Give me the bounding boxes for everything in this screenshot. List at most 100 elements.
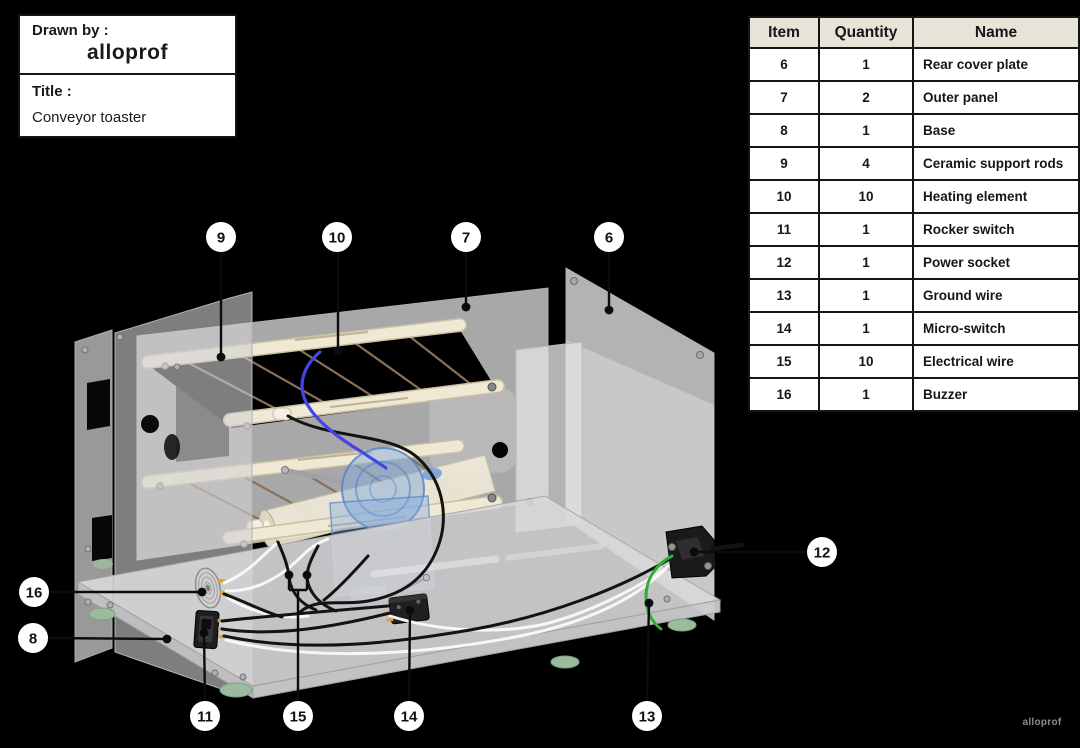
- name-cell: Electrical wire: [912, 344, 1080, 379]
- parts-table-header-row: Item Quantity Name: [748, 16, 1080, 49]
- wires-white: [222, 537, 670, 656]
- item-cell: 9: [748, 146, 820, 181]
- balloon-number: 15: [290, 708, 307, 725]
- alloprof-watermark: alloprof: [1022, 717, 1062, 728]
- quantity-cell: 2: [818, 80, 914, 115]
- leader-dot: [216, 352, 226, 362]
- title-label: Title :: [32, 83, 72, 100]
- quantity-cell: 1: [818, 212, 914, 247]
- leader-line: [645, 602, 651, 702]
- quantity-cell: 1: [818, 47, 914, 82]
- balloon-8: [18, 623, 48, 653]
- leader-dot: [333, 346, 343, 356]
- quantity-cell: 10: [818, 344, 914, 379]
- quantity-cell: 1: [818, 311, 914, 346]
- foot: [667, 618, 697, 632]
- balloon-number: 11: [197, 708, 213, 725]
- balloon-number: 6: [605, 229, 613, 246]
- ceramic-rod-front: [223, 379, 505, 430]
- screw: [173, 363, 181, 371]
- balloon-number: 7: [462, 229, 470, 246]
- plate-hole: [598, 495, 618, 515]
- leader-line: [407, 609, 412, 702]
- balloon-13: [632, 701, 662, 731]
- leader-dot: [197, 587, 207, 597]
- panel-hole: [164, 434, 180, 460]
- item-cell: 15: [748, 344, 820, 379]
- item-cell: 16: [748, 377, 820, 412]
- balloon-11: [190, 701, 220, 731]
- screw: [704, 562, 712, 570]
- quantity-cell: 1: [818, 245, 914, 280]
- balloon-number: 8: [29, 630, 37, 647]
- header-name: Name: [912, 16, 1080, 49]
- wire-connector: [272, 407, 292, 421]
- foot: [93, 559, 113, 569]
- quantity-cell: 1: [818, 377, 914, 412]
- leader-dot: [644, 598, 654, 608]
- item-cell: 14: [748, 311, 820, 346]
- balloon-number: 12: [814, 544, 831, 561]
- leader-dot: [162, 634, 172, 644]
- balloon-number: 9: [217, 229, 225, 246]
- item-cell: 13: [748, 278, 820, 313]
- item-cell: 11: [748, 212, 820, 247]
- title-block: Drawn by : alloprof Title : Conveyor toa…: [18, 14, 237, 138]
- leader-dot: [689, 547, 699, 557]
- screw: [570, 277, 578, 285]
- screw: [211, 669, 219, 677]
- balloon-7: [451, 222, 481, 252]
- balloon-16: [19, 577, 49, 607]
- balloon-number: 14: [401, 708, 418, 725]
- quantity-cell: 10: [818, 179, 914, 214]
- name-cell: Micro-switch: [912, 311, 1080, 346]
- name-cell: Base: [912, 113, 1080, 148]
- name-cell: Buzzer: [912, 377, 1080, 412]
- item-cell: 6: [748, 47, 820, 82]
- name-cell: Heating element: [912, 179, 1080, 214]
- item-cell: 12: [748, 245, 820, 280]
- leader-line: [202, 632, 207, 702]
- screw: [116, 333, 124, 341]
- ground-wire: [644, 554, 674, 631]
- header-item: Item: [748, 16, 820, 49]
- balloon-number: 16: [26, 584, 43, 601]
- divider-hole: [492, 442, 508, 458]
- name-cell: Outer panel: [912, 80, 1080, 115]
- drawn-by-label: Drawn by :: [32, 22, 109, 39]
- screw: [84, 545, 92, 553]
- title-box: Title : Conveyor toaster: [20, 75, 235, 136]
- balloon-15: [283, 701, 313, 731]
- name-cell: Rear cover plate: [912, 47, 1080, 82]
- terminal: [386, 617, 394, 622]
- balloon-number: 13: [639, 708, 656, 725]
- leader-dot: [461, 302, 471, 312]
- quantity-cell: 1: [818, 278, 914, 313]
- foot: [219, 682, 253, 698]
- foot: [88, 607, 116, 621]
- screw: [84, 598, 92, 606]
- item-cell: 8: [748, 113, 820, 148]
- leader-dot: [405, 605, 415, 615]
- screw: [487, 493, 497, 503]
- balloon-6: [594, 222, 624, 252]
- leader-dot: [284, 570, 294, 580]
- balloon-12: [807, 537, 837, 567]
- screw: [239, 673, 247, 681]
- balloon-14: [394, 701, 424, 731]
- balloon-10: [322, 222, 352, 252]
- screw: [668, 543, 676, 551]
- foot: [550, 655, 580, 669]
- balloon-9: [206, 222, 236, 252]
- balloon-number: 10: [329, 229, 346, 246]
